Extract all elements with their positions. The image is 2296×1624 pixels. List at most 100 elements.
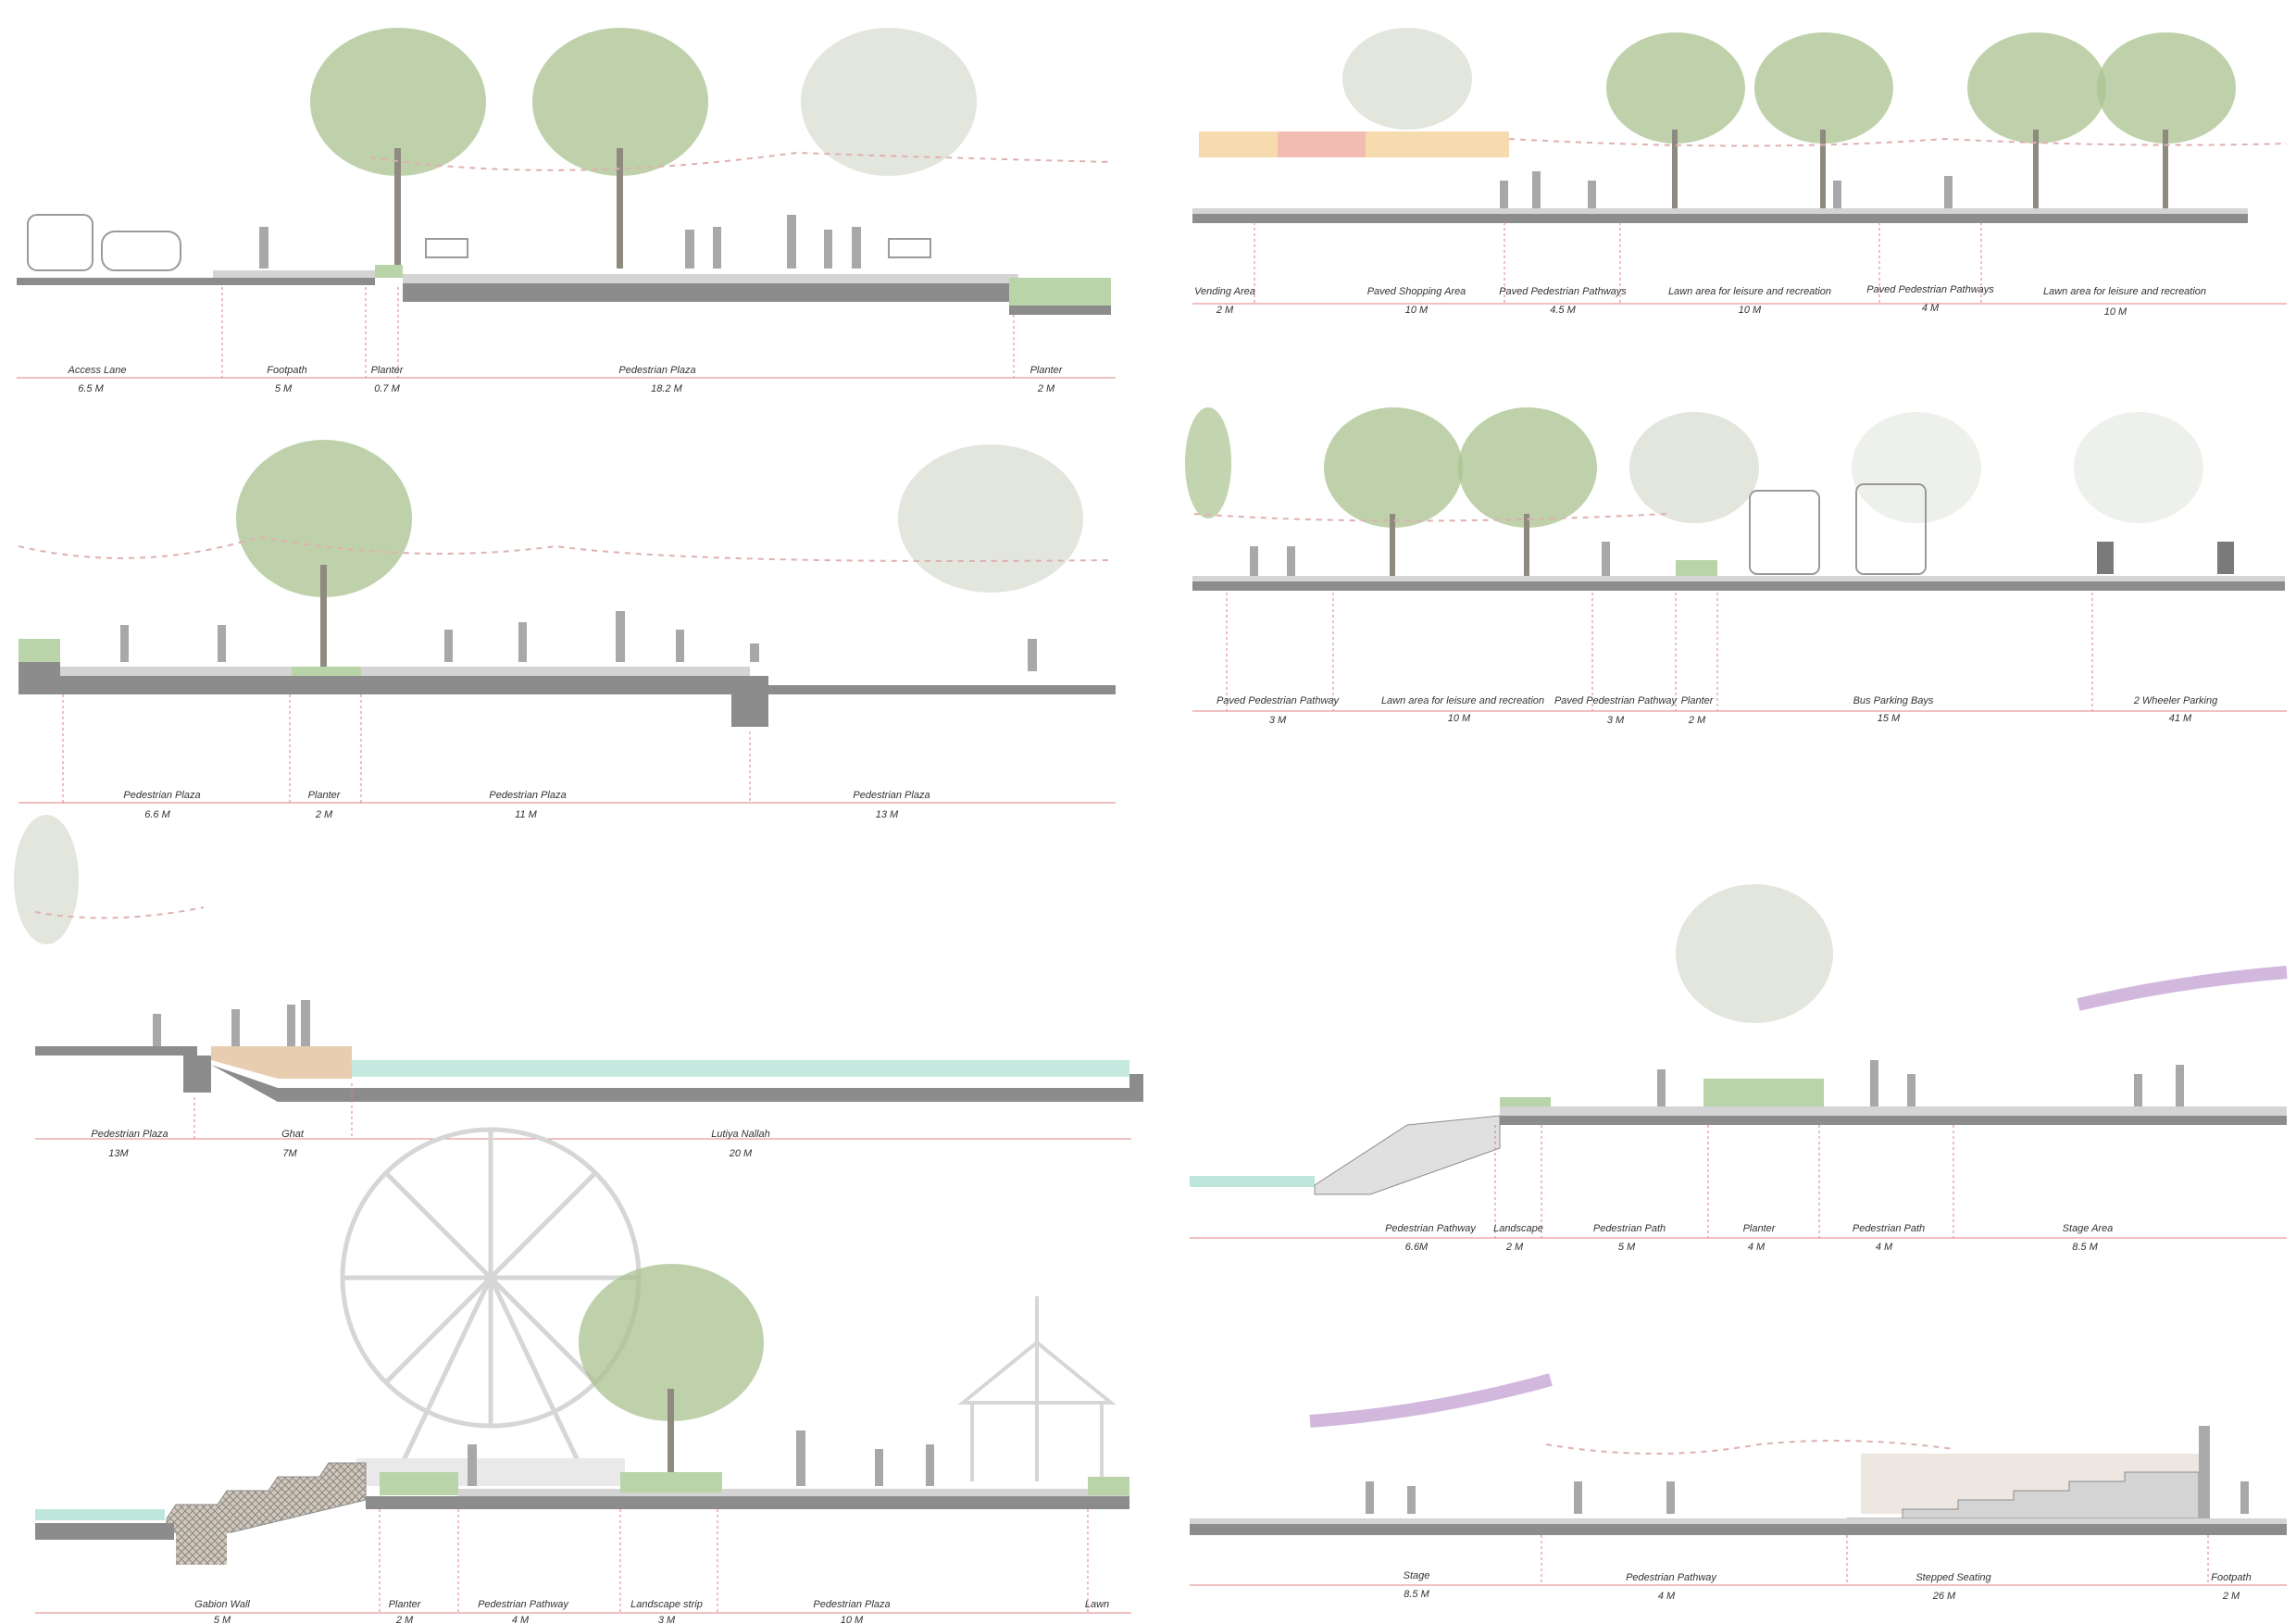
svg-text:Lawn area for leisure and recr: Lawn area for leisure and recreation <box>2043 286 2206 297</box>
svg-text:2 M: 2 M <box>1505 1242 1524 1253</box>
people <box>468 1430 934 1486</box>
svg-text:4 M: 4 M <box>512 1615 530 1624</box>
people <box>1250 542 1610 576</box>
svg-text:Paved Pedestrian Pathway: Paved Pedestrian Pathway <box>1554 695 1678 706</box>
svg-text:5 M: 5 M <box>275 383 293 394</box>
svg-text:Footpath: Footpath <box>267 365 306 376</box>
svg-text:13 M: 13 M <box>876 809 899 820</box>
svg-text:Footpath: Footpath <box>2211 1572 2251 1583</box>
svg-text:2 M: 2 M <box>1216 305 1234 316</box>
bunting <box>34 906 205 919</box>
van <box>27 214 94 271</box>
svg-text:6.5 M: 6.5 M <box>78 383 104 394</box>
svg-text:10 M: 10 M <box>1448 713 1471 724</box>
tree <box>898 444 1083 593</box>
svg-text:Pedestrian Plaza: Pedestrian Plaza <box>489 790 566 801</box>
section-6-drawing <box>1190 884 2288 1195</box>
tree <box>1629 412 1759 523</box>
svg-text:7M: 7M <box>282 1148 297 1159</box>
svg-text:4 M: 4 M <box>1922 303 1940 314</box>
tree <box>1852 412 1981 523</box>
svg-text:Planter: Planter <box>371 365 405 376</box>
svg-text:Lawn: Lawn <box>1085 1599 1109 1610</box>
section-1-drawing <box>17 28 1112 315</box>
tree <box>1754 32 1893 208</box>
svg-text:15 M: 15 M <box>1878 713 1901 724</box>
bunting <box>1545 1440 1954 1455</box>
svg-text:Pedestrian Path: Pedestrian Path <box>1593 1223 1666 1234</box>
svg-text:Pedestrian Plaza: Pedestrian Plaza <box>91 1129 168 1140</box>
section-4-drawing <box>1185 407 2285 591</box>
svg-text:Bus Parking Bays: Bus Parking Bays <box>1853 695 1934 706</box>
tree <box>1606 32 1745 208</box>
svg-text:2 Wheeler Parking: 2 Wheeler Parking <box>2133 695 2218 706</box>
tree <box>1324 407 1463 583</box>
svg-text:8.5 M: 8.5 M <box>1404 1589 1429 1600</box>
tree <box>2097 32 2236 208</box>
svg-text:Stage Area: Stage Area <box>2063 1223 2114 1234</box>
svg-text:Pedestrian Plaza: Pedestrian Plaza <box>813 1599 890 1610</box>
segment-label: Footpath 5 M <box>267 365 306 394</box>
segment-label: Lawn <box>1085 1599 1109 1610</box>
bunting <box>369 151 1112 171</box>
segment-label: Bus Parking Bays 15 M <box>1853 695 1934 724</box>
svg-text:Paved Pedestrian Pathways: Paved Pedestrian Pathways <box>1866 284 1994 295</box>
svg-text:2 M: 2 M <box>395 1615 414 1624</box>
tree <box>1342 28 1472 130</box>
segment-label: Landscape 2 M <box>1493 1223 1543 1253</box>
tent-roof <box>1309 1373 1553 1428</box>
svg-text:Pedestrian Plaza: Pedestrian Plaza <box>618 365 695 376</box>
svg-text:8.5 M: 8.5 M <box>2072 1242 2098 1253</box>
svg-text:Pedestrian Pathway: Pedestrian Pathway <box>1626 1572 1717 1583</box>
svg-text:2 M: 2 M <box>315 809 333 820</box>
svg-text:26 M: 26 M <box>1932 1591 1956 1602</box>
bunting <box>1508 137 2288 147</box>
svg-text:Pedestrian Plaza: Pedestrian Plaza <box>853 790 930 801</box>
bus <box>1855 483 1927 575</box>
svg-text:0.7 M: 0.7 M <box>374 383 400 394</box>
tree <box>532 28 708 269</box>
svg-text:10 M: 10 M <box>2104 306 2128 318</box>
svg-text:Planter: Planter <box>1743 1223 1777 1234</box>
svg-text:Planter: Planter <box>1030 365 1064 376</box>
section-5-drawing <box>14 815 1143 1102</box>
people <box>1657 1060 2184 1106</box>
svg-text:13M: 13M <box>108 1148 129 1159</box>
svg-text:Pedestrian Plaza: Pedestrian Plaza <box>123 790 200 801</box>
svg-text:Pedestrian Pathway: Pedestrian Pathway <box>478 1599 569 1610</box>
svg-text:6.6M: 6.6M <box>1405 1242 1429 1253</box>
svg-text:11 M: 11 M <box>515 809 537 820</box>
segment-label: Pedestrian Plaza 13 M <box>853 790 930 820</box>
svg-text:2 M: 2 M <box>1688 715 1706 726</box>
cart <box>888 238 931 258</box>
svg-text:6.6 M: 6.6 M <box>144 809 170 820</box>
svg-text:Paved Pedestrian Pathways: Paved Pedestrian Pathways <box>1499 286 1627 297</box>
svg-text:Paved Pedestrian Pathway: Paved Pedestrian Pathway <box>1217 695 1341 706</box>
people <box>1366 1481 2249 1514</box>
segment-label: Paved Pedestrian Pathways 4 M <box>1866 284 1994 314</box>
svg-text:10 M: 10 M <box>1405 305 1429 316</box>
svg-text:Landscape: Landscape <box>1493 1223 1543 1234</box>
segment-label: Pedestrian Pathway 4 M <box>478 1599 569 1624</box>
